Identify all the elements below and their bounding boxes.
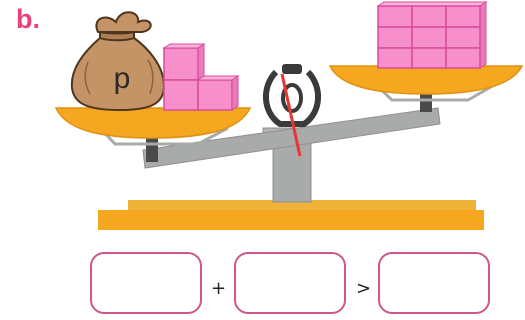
right-cube-4 xyxy=(378,27,412,48)
left-cube-3 xyxy=(198,80,232,110)
right-cube-7 xyxy=(378,48,412,68)
greater-than-operator: > xyxy=(356,278,371,299)
answer-box-2[interactable] xyxy=(234,252,346,314)
part-label: b. xyxy=(16,4,40,35)
left-cube-1 xyxy=(164,48,198,80)
right-pan xyxy=(330,66,522,94)
right-cube-6 xyxy=(446,27,480,48)
answer-box-1[interactable] xyxy=(90,252,202,314)
right-cube-5 xyxy=(412,27,446,48)
answer-box-3[interactable] xyxy=(378,252,490,314)
right-cube-stack xyxy=(378,2,486,68)
left-cube-2 xyxy=(164,80,198,110)
left-pan xyxy=(56,108,250,138)
scale-base xyxy=(98,200,484,230)
left-cube-stack xyxy=(164,44,238,110)
bag-label: p xyxy=(114,62,131,95)
right-cube-8 xyxy=(412,48,446,68)
right-cube-1 xyxy=(378,6,412,27)
right-cube-3 xyxy=(446,6,480,27)
right-cube-2 xyxy=(412,6,446,27)
right-cube-9 xyxy=(446,48,480,68)
plus-operator: + xyxy=(211,278,226,299)
